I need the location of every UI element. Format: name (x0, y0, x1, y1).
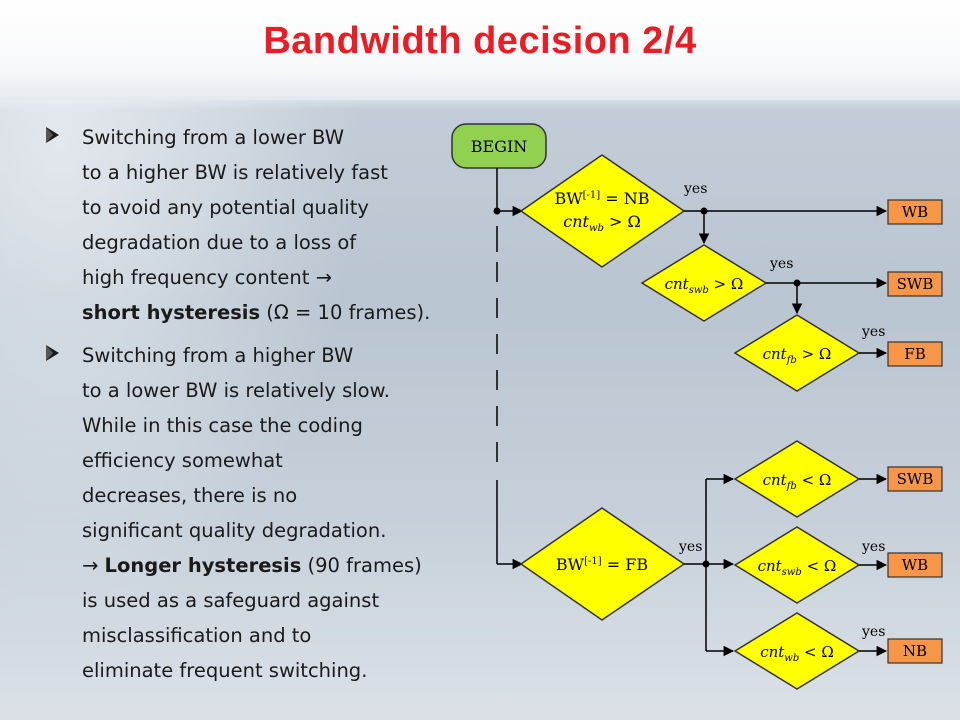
d1-cnt: cnt (563, 212, 589, 231)
d5-rel: < Ω (797, 471, 832, 489)
output-wb: WB (887, 199, 943, 225)
yes-labels: yes yes yes yes yes yes (678, 181, 885, 640)
d7-rel: < Ω (799, 643, 834, 661)
d3-sub: fb (786, 355, 797, 366)
trunk-line (496, 168, 524, 570)
d4-bw-label: BW (556, 555, 585, 574)
header-band (0, 0, 960, 100)
d1-bw-label: BW (554, 189, 583, 208)
yes-label: yes (769, 256, 793, 272)
svg-text:cntswb < Ω: cntswb < Ω (758, 557, 837, 578)
bullet2-line3: While in this case the coding (82, 414, 363, 437)
decision-cnt-fb-lt: cntfb < Ω (733, 440, 861, 518)
d2-sub: swb (689, 285, 709, 296)
upper-connectors (684, 205, 888, 359)
output-fb-label: FB (904, 345, 925, 363)
d7-sub: wb (784, 653, 799, 664)
svg-text:cntswb > Ω: cntswb > Ω (665, 275, 744, 296)
bullet-item-1: Switching from a lower BW to a higher BW… (42, 120, 462, 330)
bullet2-line7-rest: (90 frames) (301, 554, 422, 577)
output-swb-2: SWB (887, 466, 943, 492)
output-wb-label: WB (902, 203, 928, 221)
decision-bw-nb: BW[-1] = NB cntwb > Ω (519, 154, 686, 268)
bullet1-line1: Switching from a lower BW (82, 126, 345, 149)
bullet2-line7: → Longer hysteresis (90 frames) (82, 548, 462, 583)
bullet2-line6: significant quality degradation. (82, 519, 387, 542)
bullet2-line1: Switching from a higher BW (82, 344, 354, 367)
begin-label: BEGIN (471, 137, 528, 156)
yes-label: yes (861, 624, 885, 640)
svg-text:cntwb < Ω: cntwb < Ω (760, 643, 834, 664)
d1-rel: > Ω (604, 212, 641, 231)
yes-label: yes (861, 324, 885, 340)
bullet1-line5: high frequency content → (82, 266, 332, 289)
yes-label: yes (861, 539, 885, 555)
d4-eq: = FB (602, 555, 648, 574)
bullet1-line4: degradation due to a loss of (82, 231, 357, 254)
bullet1-line6-rest: (Ω = 10 frames). (260, 301, 431, 324)
output-swb2-label: SWB (897, 470, 934, 488)
d6-rel: < Ω (802, 557, 837, 575)
bullet2-line8: is used as a safeguard against (82, 589, 380, 612)
decision-bw-fb: BW[-1] = FB (519, 507, 686, 621)
output-wb-2: WB (887, 552, 943, 578)
arrow-bullet-icon (46, 345, 59, 361)
output-swb: SWB (887, 271, 943, 297)
output-nb-label: NB (903, 642, 927, 660)
junction-dot (702, 560, 710, 568)
d1-sup: [-1] (583, 190, 601, 201)
output-nb: NB (887, 638, 943, 664)
d1-sub: wb (589, 223, 604, 234)
decision-cnt-swb-lt: cntswb < Ω (733, 526, 861, 604)
slide-title: Bandwidth decision 2/4 (263, 20, 697, 62)
arrow-bullet-icon (46, 127, 59, 143)
decision-cnt-swb-gt: cntswb > Ω (640, 244, 768, 322)
d2-cnt: cnt (665, 275, 690, 293)
bullet2-line5: decreases, there is no (82, 484, 298, 507)
bullet2-line7-arrow: → (82, 554, 105, 577)
d5-cnt: cnt (763, 471, 788, 489)
d3-rel: > Ω (797, 345, 832, 363)
decision-cnt-fb-gt: cntfb > Ω (733, 314, 861, 392)
begin-node: BEGIN (451, 123, 547, 169)
d4-sup: [-1] (584, 556, 602, 567)
bullet2-line4: efficiency somewhat (82, 449, 283, 472)
bullet1-line2: to a higher BW is relatively fast (82, 161, 388, 184)
bullet1-line6: short hysteresis (Ω = 10 frames). (82, 295, 462, 330)
bullet2-line2: to a lower BW is relatively slow. (82, 379, 390, 402)
d3-cnt: cnt (763, 345, 788, 363)
output-wb2-label: WB (902, 556, 928, 574)
bullet2-line9: misclassification and to (82, 624, 312, 647)
decision-cnt-wb-lt: cntwb < Ω (733, 612, 861, 690)
bullet-list: Switching from a lower BW to a higher BW… (42, 120, 462, 696)
d6-sub: swb (782, 567, 802, 578)
output-fb: FB (887, 341, 943, 367)
junction-dot (793, 279, 801, 287)
yes-label: yes (683, 181, 707, 197)
yes-label: yes (678, 539, 702, 555)
svg-text:BW[-1] = FB: BW[-1] = FB (556, 555, 648, 574)
svg-text:BW[-1] = NB: BW[-1] = NB (554, 189, 649, 208)
d7-cnt: cnt (760, 643, 785, 661)
svg-text:cntfb > Ω: cntfb > Ω (763, 345, 832, 366)
d5-sub: fb (786, 481, 797, 492)
background-face-image (0, 100, 420, 720)
junction-dot (700, 207, 708, 215)
svg-text:cntfb < Ω: cntfb < Ω (763, 471, 832, 492)
d2-rel: > Ω (709, 275, 744, 293)
bullet-item-2: Switching from a higher BW to a lower BW… (42, 338, 462, 688)
bullet2-line10: eliminate frequent switching. (82, 659, 368, 682)
short-hysteresis-text: short hysteresis (82, 301, 261, 324)
output-swb-label: SWB (897, 275, 934, 293)
longer-hysteresis-text: Longer hysteresis (104, 554, 302, 577)
junction-dot (493, 207, 501, 215)
d6-cnt: cnt (758, 557, 783, 575)
d1-eq: = NB (600, 189, 649, 208)
bullet1-line3: to avoid any potential quality (82, 196, 369, 219)
svg-text:cntwb > Ω: cntwb > Ω (563, 212, 641, 234)
